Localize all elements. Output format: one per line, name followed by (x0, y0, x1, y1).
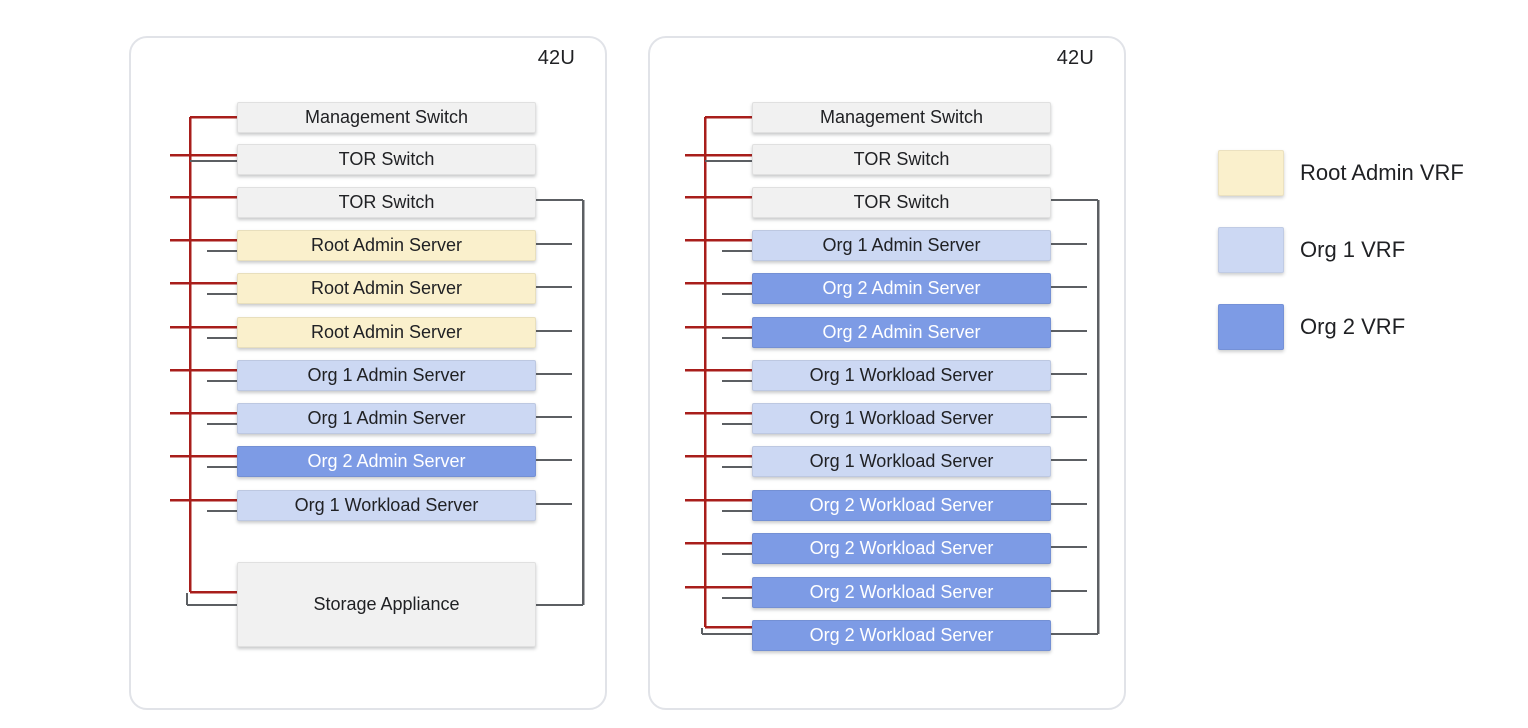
rack-unit-box: Org 2 Workload Server (752, 577, 1051, 608)
rack-unit-box: TOR Switch (752, 187, 1051, 218)
legend-swatch (1218, 304, 1284, 350)
unit-label: Org 1 Admin Server (822, 235, 981, 255)
rack-unit-box: Management Switch (752, 102, 1051, 133)
unit-label: Org 2 Admin Server (822, 278, 981, 298)
unit-label: TOR Switch (853, 192, 950, 212)
rack-capacity-label: 42U (1056, 47, 1094, 69)
unit-label: Org 2 Workload Server (809, 495, 994, 515)
legend-item: Org 1 VRF (1218, 227, 1405, 273)
rack-unit-box: Org 1 Workload Server (237, 490, 536, 521)
unit-label: TOR Switch (338, 192, 435, 212)
rack-unit-box: Org 2 Admin Server (237, 446, 536, 477)
unit-label: Management Switch (304, 107, 469, 127)
rack-unit-box: TOR Switch (237, 187, 536, 218)
unit-label: Org 1 Workload Server (294, 495, 479, 515)
rack-unit-box: Org 2 Admin Server (752, 273, 1051, 304)
unit-label: Root Admin Server (310, 235, 463, 255)
legend-label: Org 2 VRF (1300, 314, 1406, 339)
unit-label: TOR Switch (853, 149, 950, 169)
rack-unit-box: Storage Appliance (237, 562, 536, 647)
unit-label: Root Admin Server (310, 278, 463, 298)
unit-label: Org 1 Admin Server (307, 365, 466, 385)
unit-label: Org 1 Workload Server (809, 365, 994, 385)
rack-unit-box: Root Admin Server (237, 317, 536, 348)
legend-swatch (1218, 227, 1284, 273)
rack-unit-box: Org 1 Admin Server (752, 230, 1051, 261)
unit-label: Org 1 Workload Server (809, 408, 994, 428)
rack-unit-box: TOR Switch (237, 144, 536, 175)
unit-label: Org 2 Admin Server (822, 322, 981, 342)
legend-label: Root Admin VRF (1300, 160, 1464, 185)
connector-svg (170, 115, 585, 607)
unit-label: Storage Appliance (313, 594, 460, 614)
rack-unit-box: Management Switch (237, 102, 536, 133)
rack-unit-box: Root Admin Server (237, 273, 536, 304)
rack-unit-box: Root Admin Server (237, 230, 536, 261)
rack-unit-box: Org 1 Admin Server (237, 403, 536, 434)
unit-label: Org 1 Workload Server (809, 451, 994, 471)
unit-label: Org 2 Workload Server (809, 582, 994, 602)
connector-svg (685, 115, 1100, 636)
rack-unit-box: Org 2 Workload Server (752, 533, 1051, 564)
rack-unit-box: Org 1 Admin Server (237, 360, 536, 391)
rack-unit-box: Org 2 Admin Server (752, 317, 1051, 348)
unit-label: Org 2 Workload Server (809, 625, 994, 645)
legend-swatch (1218, 150, 1284, 196)
rack-unit-box: Org 1 Workload Server (752, 360, 1051, 391)
unit-label: Org 2 Admin Server (307, 451, 466, 471)
unit-label: Org 2 Workload Server (809, 538, 994, 558)
legend-item: Org 2 VRF (1218, 304, 1405, 350)
rack-unit-box: Org 2 Workload Server (752, 620, 1051, 651)
unit-label: Management Switch (819, 107, 984, 127)
unit-label: Root Admin Server (310, 322, 463, 342)
rack-unit-box: Org 1 Workload Server (752, 403, 1051, 434)
unit-label: Org 1 Admin Server (307, 408, 466, 428)
rack-unit-box: TOR Switch (752, 144, 1051, 175)
rack-unit-box: Org 2 Workload Server (752, 490, 1051, 521)
rack-capacity-label: 42U (537, 47, 575, 69)
legend-item: Root Admin VRF (1218, 150, 1464, 196)
rack-unit-box: Org 1 Workload Server (752, 446, 1051, 477)
legend-label: Org 1 VRF (1300, 237, 1406, 262)
unit-label: TOR Switch (338, 149, 435, 169)
